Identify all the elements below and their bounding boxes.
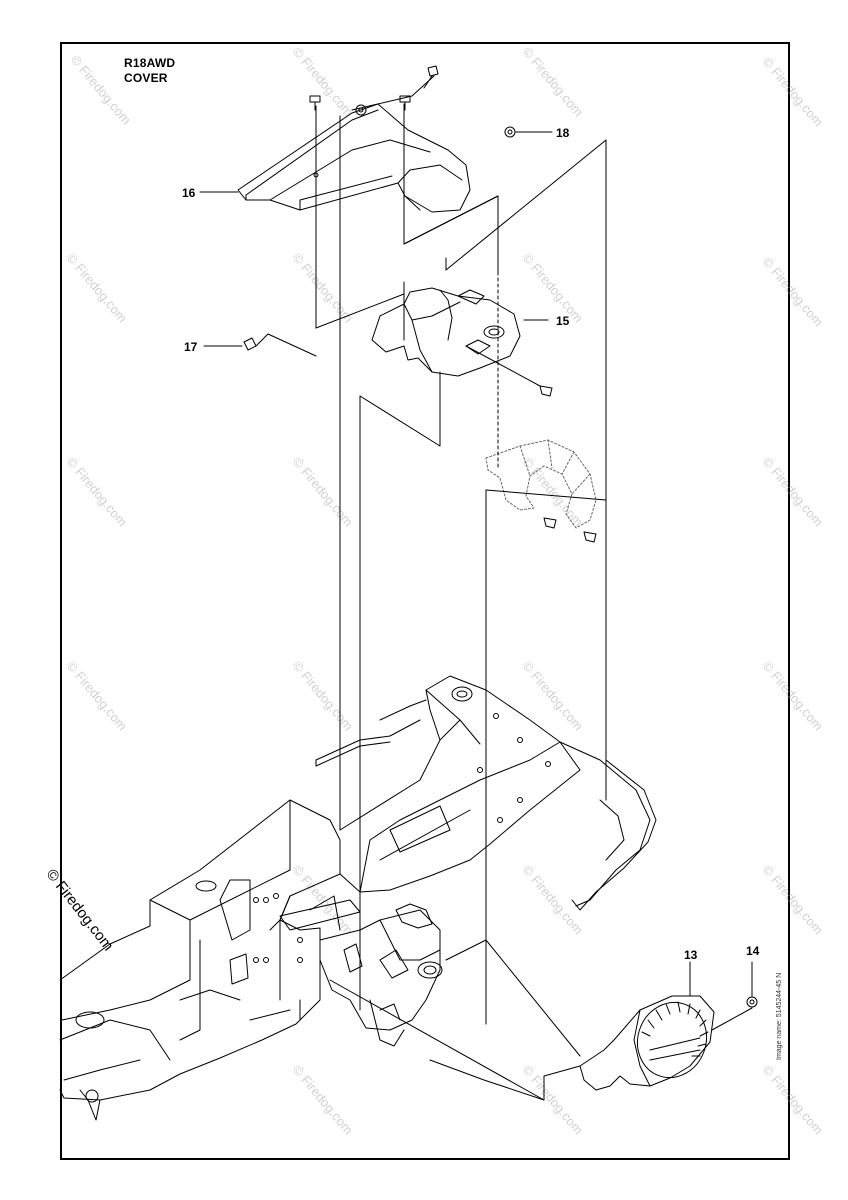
watermark-tile: © Firedog.com <box>290 658 356 733</box>
callout-14: 14 <box>746 944 760 958</box>
watermark-tile: © Firedog.com <box>760 54 826 129</box>
nut-icon <box>504 126 516 138</box>
screw-icon <box>399 95 411 111</box>
steering-console <box>315 675 657 911</box>
watermark-tile: © Firedog.com <box>760 454 826 529</box>
watermark-tile: © Firedog.com <box>290 454 356 529</box>
nut-icon <box>355 104 367 116</box>
callout-16: 16 <box>182 186 196 200</box>
screw-icon <box>539 385 553 397</box>
steering-shaft-assembly <box>279 899 443 1047</box>
watermark-tile: © Firedog.com <box>520 454 586 529</box>
watermark-tile: © Firedog.com <box>760 254 826 329</box>
watermark-tile: © Firedog.com <box>520 44 586 119</box>
watermark-tile: © Firedog.com <box>64 454 130 529</box>
watermark-tile: © Firedog.com <box>520 658 586 733</box>
screw-icon <box>583 531 597 543</box>
callout-leaders <box>199 131 753 1031</box>
clip-icon <box>243 337 257 351</box>
chassis-frame <box>59 799 341 1121</box>
callout-15: 15 <box>556 314 570 328</box>
watermark-tile: © Firedog.com <box>520 862 586 937</box>
steering-cover-part <box>579 995 715 1091</box>
watermark-tile: © Firedog.com <box>290 250 356 325</box>
nut-icon <box>746 996 758 1008</box>
watermark-tiles: © Firedog.com © Firedog.com © Firedog.co… <box>64 44 826 1137</box>
image-reference: Image name: 5145244-45 N <box>776 972 783 1060</box>
screw-icon <box>543 517 557 529</box>
watermark-tile: © Firedog.com <box>760 862 826 937</box>
watermark-tile: © Firedog.com <box>290 862 356 937</box>
watermark-tile: © Firedog.com <box>290 44 356 119</box>
watermark-tile: © Firedog.com <box>760 658 826 733</box>
assembly-leader-lines <box>255 75 607 1101</box>
watermark-tile: © Firedog.com <box>760 1062 826 1137</box>
callout-17: 17 <box>184 340 198 354</box>
callout-13: 13 <box>684 948 698 962</box>
watermark-tile: © Firedog.com <box>64 250 130 325</box>
upper-cover-part <box>237 103 471 213</box>
watermark-tile: © Firedog.com <box>64 658 130 733</box>
fan-shield-part <box>485 439 597 529</box>
watermark-tile: © Firedog.com <box>68 52 134 127</box>
watermark-tile: © Firedog.com <box>290 1062 356 1137</box>
watermark-tile: © Firedog.com <box>520 250 586 325</box>
screw-icon <box>423 65 439 89</box>
screw-icon <box>309 95 321 111</box>
section-label: COVER <box>124 71 168 85</box>
callout-18: 18 <box>556 126 570 140</box>
diagram-frame <box>60 42 790 1160</box>
fasteners <box>243 65 758 1008</box>
lower-cover-part <box>371 287 521 377</box>
model-label: R18AWD <box>124 56 176 70</box>
